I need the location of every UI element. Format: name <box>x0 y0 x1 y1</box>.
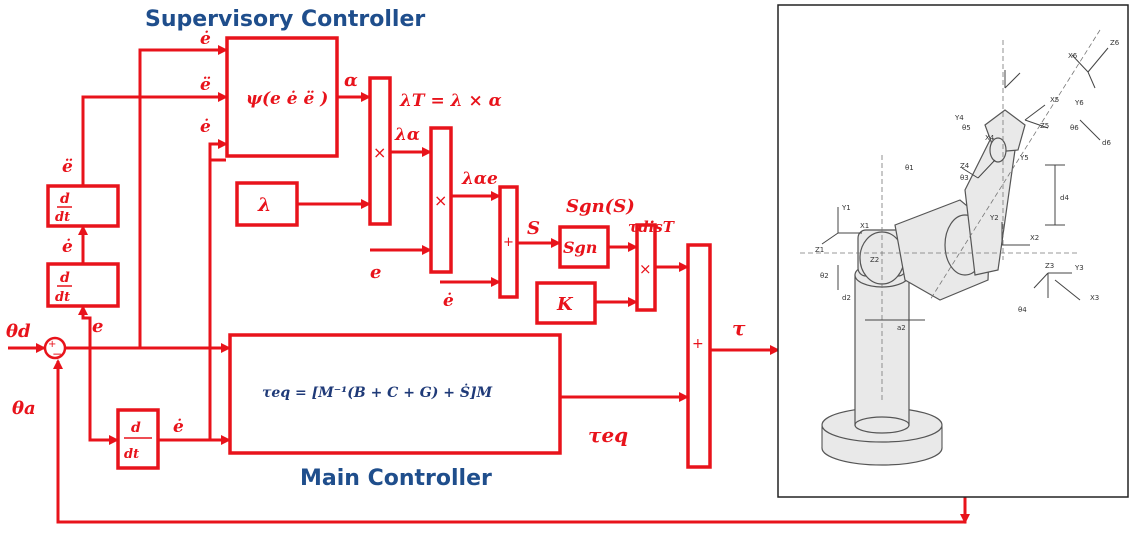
svg-text:Z6: Z6 <box>1110 39 1120 47</box>
svg-text:Y6: Y6 <box>1074 99 1084 107</box>
label-theta-a: θa <box>12 398 36 419</box>
summer-tau <box>686 243 712 469</box>
derivative-block-edd: d dt <box>46 184 120 228</box>
label-lambda-alpha-e: λαe <box>461 169 498 189</box>
svg-text:Z3: Z3 <box>1045 262 1054 270</box>
label-ed-vertical: ė <box>62 237 73 257</box>
junction-minus: − <box>52 347 62 361</box>
svg-text:X3: X3 <box>1090 294 1099 302</box>
label-lambda-alpha: λα <box>394 125 420 145</box>
robot-manipulator-figure: Y1 X1 Z1 X2 Y2 Z2 X3 Y3 Z3 X4 Y4 Z4 X5 Y… <box>777 4 1129 498</box>
multiplier-2 <box>429 126 453 274</box>
svg-text:Z1: Z1 <box>815 246 824 254</box>
svg-text:d: d <box>60 191 70 207</box>
sgn-label: Sgn <box>563 238 597 257</box>
svg-text:θ4: θ4 <box>1018 306 1027 314</box>
svg-text:a2: a2 <box>897 324 906 332</box>
label-theta-d: θd <box>6 321 31 342</box>
svg-text:dt: dt <box>124 447 139 462</box>
svg-text:θ3: θ3 <box>960 174 969 182</box>
svg-text:X1: X1 <box>860 222 869 230</box>
summer-tau-sign: + <box>692 336 704 352</box>
junction-plus: + <box>48 339 56 350</box>
svg-text:θ5: θ5 <box>962 124 971 132</box>
label-ed-psi-bottom: ė <box>200 117 211 137</box>
label-tau-eq: τeq <box>588 423 628 447</box>
svg-text:X6: X6 <box>1068 52 1078 60</box>
svg-text:dt: dt <box>55 290 70 305</box>
label-e-input: e <box>370 262 381 283</box>
mult-2-sign: × <box>434 191 447 210</box>
svg-text:dt: dt <box>55 210 70 225</box>
label-tau: τ <box>732 316 746 340</box>
main-controller-block <box>228 333 562 455</box>
label-edd-vertical: ë <box>62 157 73 177</box>
svg-text:d4: d4 <box>1060 194 1069 202</box>
svg-text:Y3: Y3 <box>1074 264 1084 272</box>
main-title: Main Controller <box>300 466 492 491</box>
svg-text:X5: X5 <box>1050 96 1059 104</box>
label-ed-main: ė <box>173 417 184 437</box>
label-tau-dis: τdisT <box>628 218 676 236</box>
derivative-block-main: d dt <box>116 408 160 470</box>
wire-e-to-deriv <box>78 305 92 348</box>
svg-text:Y5: Y5 <box>1019 154 1029 162</box>
label-ed-psi-top: ė <box>200 29 211 49</box>
lambda-block <box>235 181 299 227</box>
label-ed-input: ė <box>443 291 454 311</box>
label-alpha: α <box>344 70 358 91</box>
svg-text:Y4: Y4 <box>954 114 964 122</box>
k-block <box>535 281 597 325</box>
mult-1-sign: × <box>373 143 386 162</box>
svg-text:d6: d6 <box>1102 139 1111 147</box>
svg-text:d: d <box>131 420 141 436</box>
mult-3-sign: × <box>639 260 652 278</box>
wire-edd-to-psi <box>81 92 228 186</box>
svg-text:Y2: Y2 <box>989 214 999 222</box>
svg-text:X4: X4 <box>985 134 995 142</box>
psi-label: ψ(e ė ë ) <box>246 89 328 109</box>
svg-text:Z4: Z4 <box>960 162 970 170</box>
svg-text:Y1: Y1 <box>841 204 851 212</box>
tau-eq-formula: τeq = [M⁻¹(B + C + G) + Ṡ]M <box>262 382 493 401</box>
label-sgn-s: Sgn(S) <box>566 196 635 217</box>
label-lambda-t: λT = λ × α <box>399 91 502 111</box>
k-label: K <box>556 294 574 315</box>
svg-text:θ2: θ2 <box>820 272 829 280</box>
svg-text:X2: X2 <box>1030 234 1039 242</box>
lambda-label: λ <box>257 194 271 216</box>
label-s: S <box>527 218 540 239</box>
svg-text:d: d <box>60 270 70 286</box>
label-edd-psi: ë <box>200 75 211 95</box>
svg-text:θ6: θ6 <box>1070 124 1079 132</box>
wire-ed-up <box>208 139 228 440</box>
derivative-block-ed: d dt <box>46 262 120 308</box>
svg-text:Z2: Z2 <box>870 256 879 264</box>
svg-text:θ1: θ1 <box>905 164 914 172</box>
supervisory-title: Supervisory Controller <box>145 7 425 32</box>
wire-e-to-main-deriv <box>88 348 119 445</box>
wire-e-up-to-psi <box>138 45 228 348</box>
summer-s-sign: + <box>503 235 514 250</box>
svg-text:d2: d2 <box>842 294 851 302</box>
label-e-main: e <box>92 316 103 337</box>
svg-text:Z5: Z5 <box>1040 122 1049 130</box>
